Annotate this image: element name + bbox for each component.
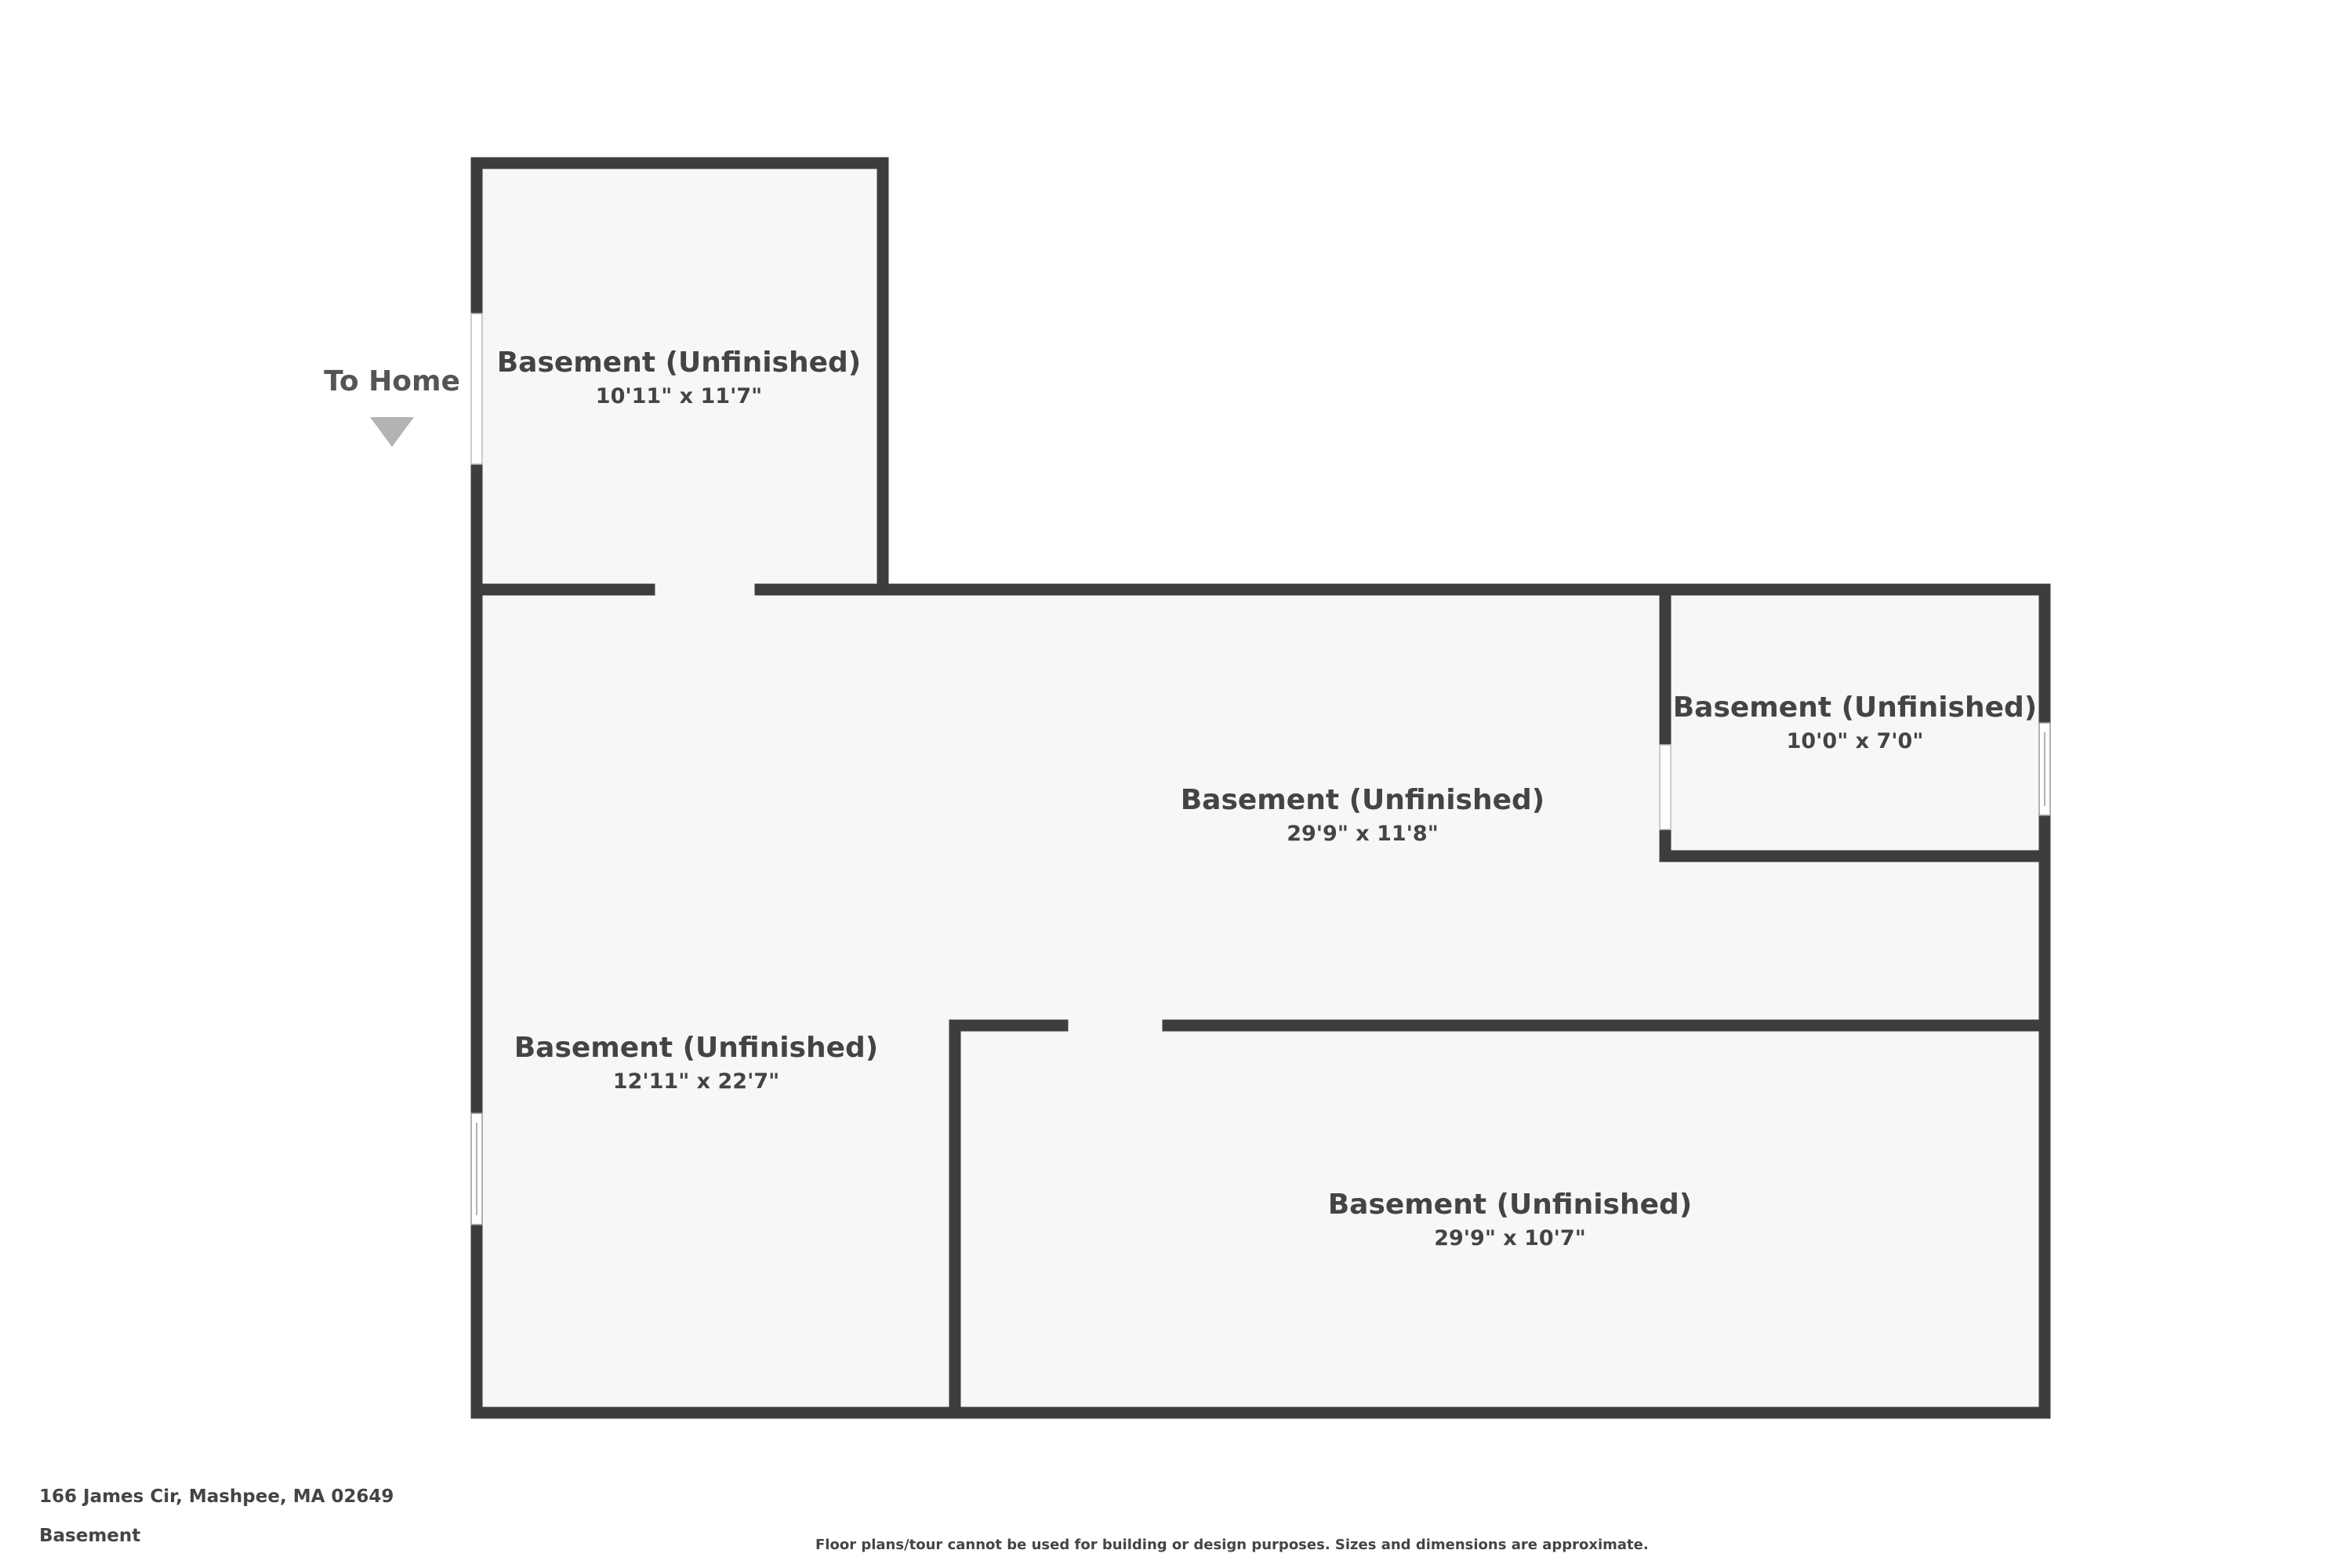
room-label-4: Basement (Unfinished) 12'11" x 22'7" <box>514 1032 879 1094</box>
walls <box>470 157 2051 1419</box>
room-dimensions: 10'11" x 11'7" <box>596 384 762 408</box>
room-name: Basement (Unfinished) <box>1328 1189 1693 1221</box>
window <box>470 1112 483 1225</box>
room-name: Basement (Unfinished) <box>514 1032 879 1064</box>
room-dimensions: 10'0" x 7'0" <box>1787 729 1924 753</box>
room-name: Basement (Unfinished) <box>1181 784 1545 816</box>
room-dimensions: 29'9" x 10'7" <box>1434 1226 1586 1250</box>
to-home-label: To Home <box>324 365 460 397</box>
entry-arrow-icon <box>370 417 414 447</box>
window <box>2038 722 2051 816</box>
disclaimer: Floor plans/tour cannot be used for buil… <box>815 1537 1649 1553</box>
floor-label: Basement <box>39 1526 141 1546</box>
floor-area <box>477 163 2045 1413</box>
room-name: Basement (Unfinished) <box>1673 691 2038 724</box>
room-dimensions: 12'11" x 22'7" <box>613 1069 779 1094</box>
property-address: 166 James Cir, Mashpee, MA 02649 <box>39 1486 394 1507</box>
room-label-1: Basement (Unfinished) 10'11" x 11'7" <box>497 347 862 408</box>
room-name: Basement (Unfinished) <box>497 347 862 379</box>
room-label-2: Basement (Unfinished) 29'9" x 11'8" <box>1181 784 1545 846</box>
openings <box>470 313 2051 1225</box>
entry-door <box>470 313 483 465</box>
room-label-3: Basement (Unfinished) 10'0" x 7'0" <box>1673 691 2038 753</box>
room-label-5: Basement (Unfinished) 29'9" x 10'7" <box>1328 1189 1693 1250</box>
room-dimensions: 29'9" x 11'8" <box>1287 822 1439 846</box>
interior-door <box>1659 744 1671 830</box>
